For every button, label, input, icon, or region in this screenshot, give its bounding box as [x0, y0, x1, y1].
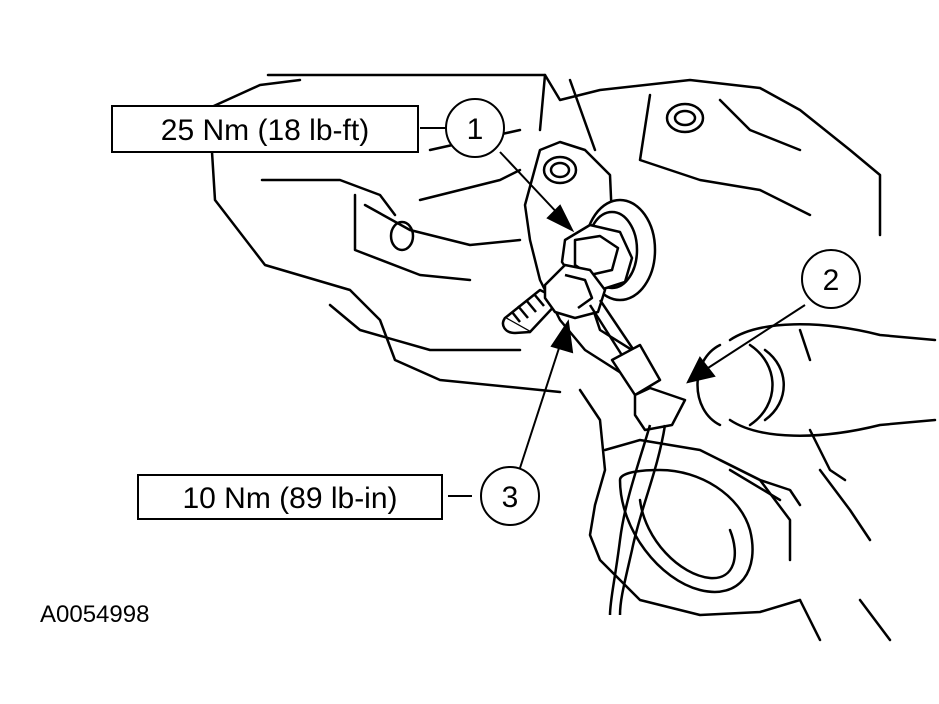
- callout-number-3: 3: [502, 481, 519, 514]
- callout-number-2: 2: [823, 264, 840, 297]
- torque-text-bottom: 10 Nm (89 lb-in): [182, 482, 397, 515]
- figure-id: A0054998: [40, 601, 149, 628]
- arrowhead-callout-1: [546, 204, 575, 233]
- sensor-wire-connector: [588, 299, 687, 616]
- callout-2: 2: [801, 249, 861, 309]
- leader-callout-1: [499, 151, 563, 219]
- torque-label-top: 25 Nm (18 lb-ft): [111, 105, 419, 153]
- callout-3: 3: [480, 466, 540, 526]
- callout-number-1: 1: [467, 113, 484, 146]
- torque-box-top: [111, 105, 419, 153]
- arrowhead-callout-2: [686, 356, 716, 384]
- leader-callout-2: [707, 304, 806, 369]
- arrowhead-callout-3: [550, 319, 574, 354]
- torque-box-bottom: [137, 474, 443, 520]
- callout-1: 1: [445, 98, 505, 158]
- torque-text-top: 25 Nm (18 lb-ft): [161, 114, 369, 147]
- leader-lines: [420, 127, 806, 497]
- bolt-nut-assembly: [501, 223, 634, 335]
- leader-callout-3: [519, 344, 561, 469]
- torque-label-bottom: 10 Nm (89 lb-in): [137, 474, 443, 520]
